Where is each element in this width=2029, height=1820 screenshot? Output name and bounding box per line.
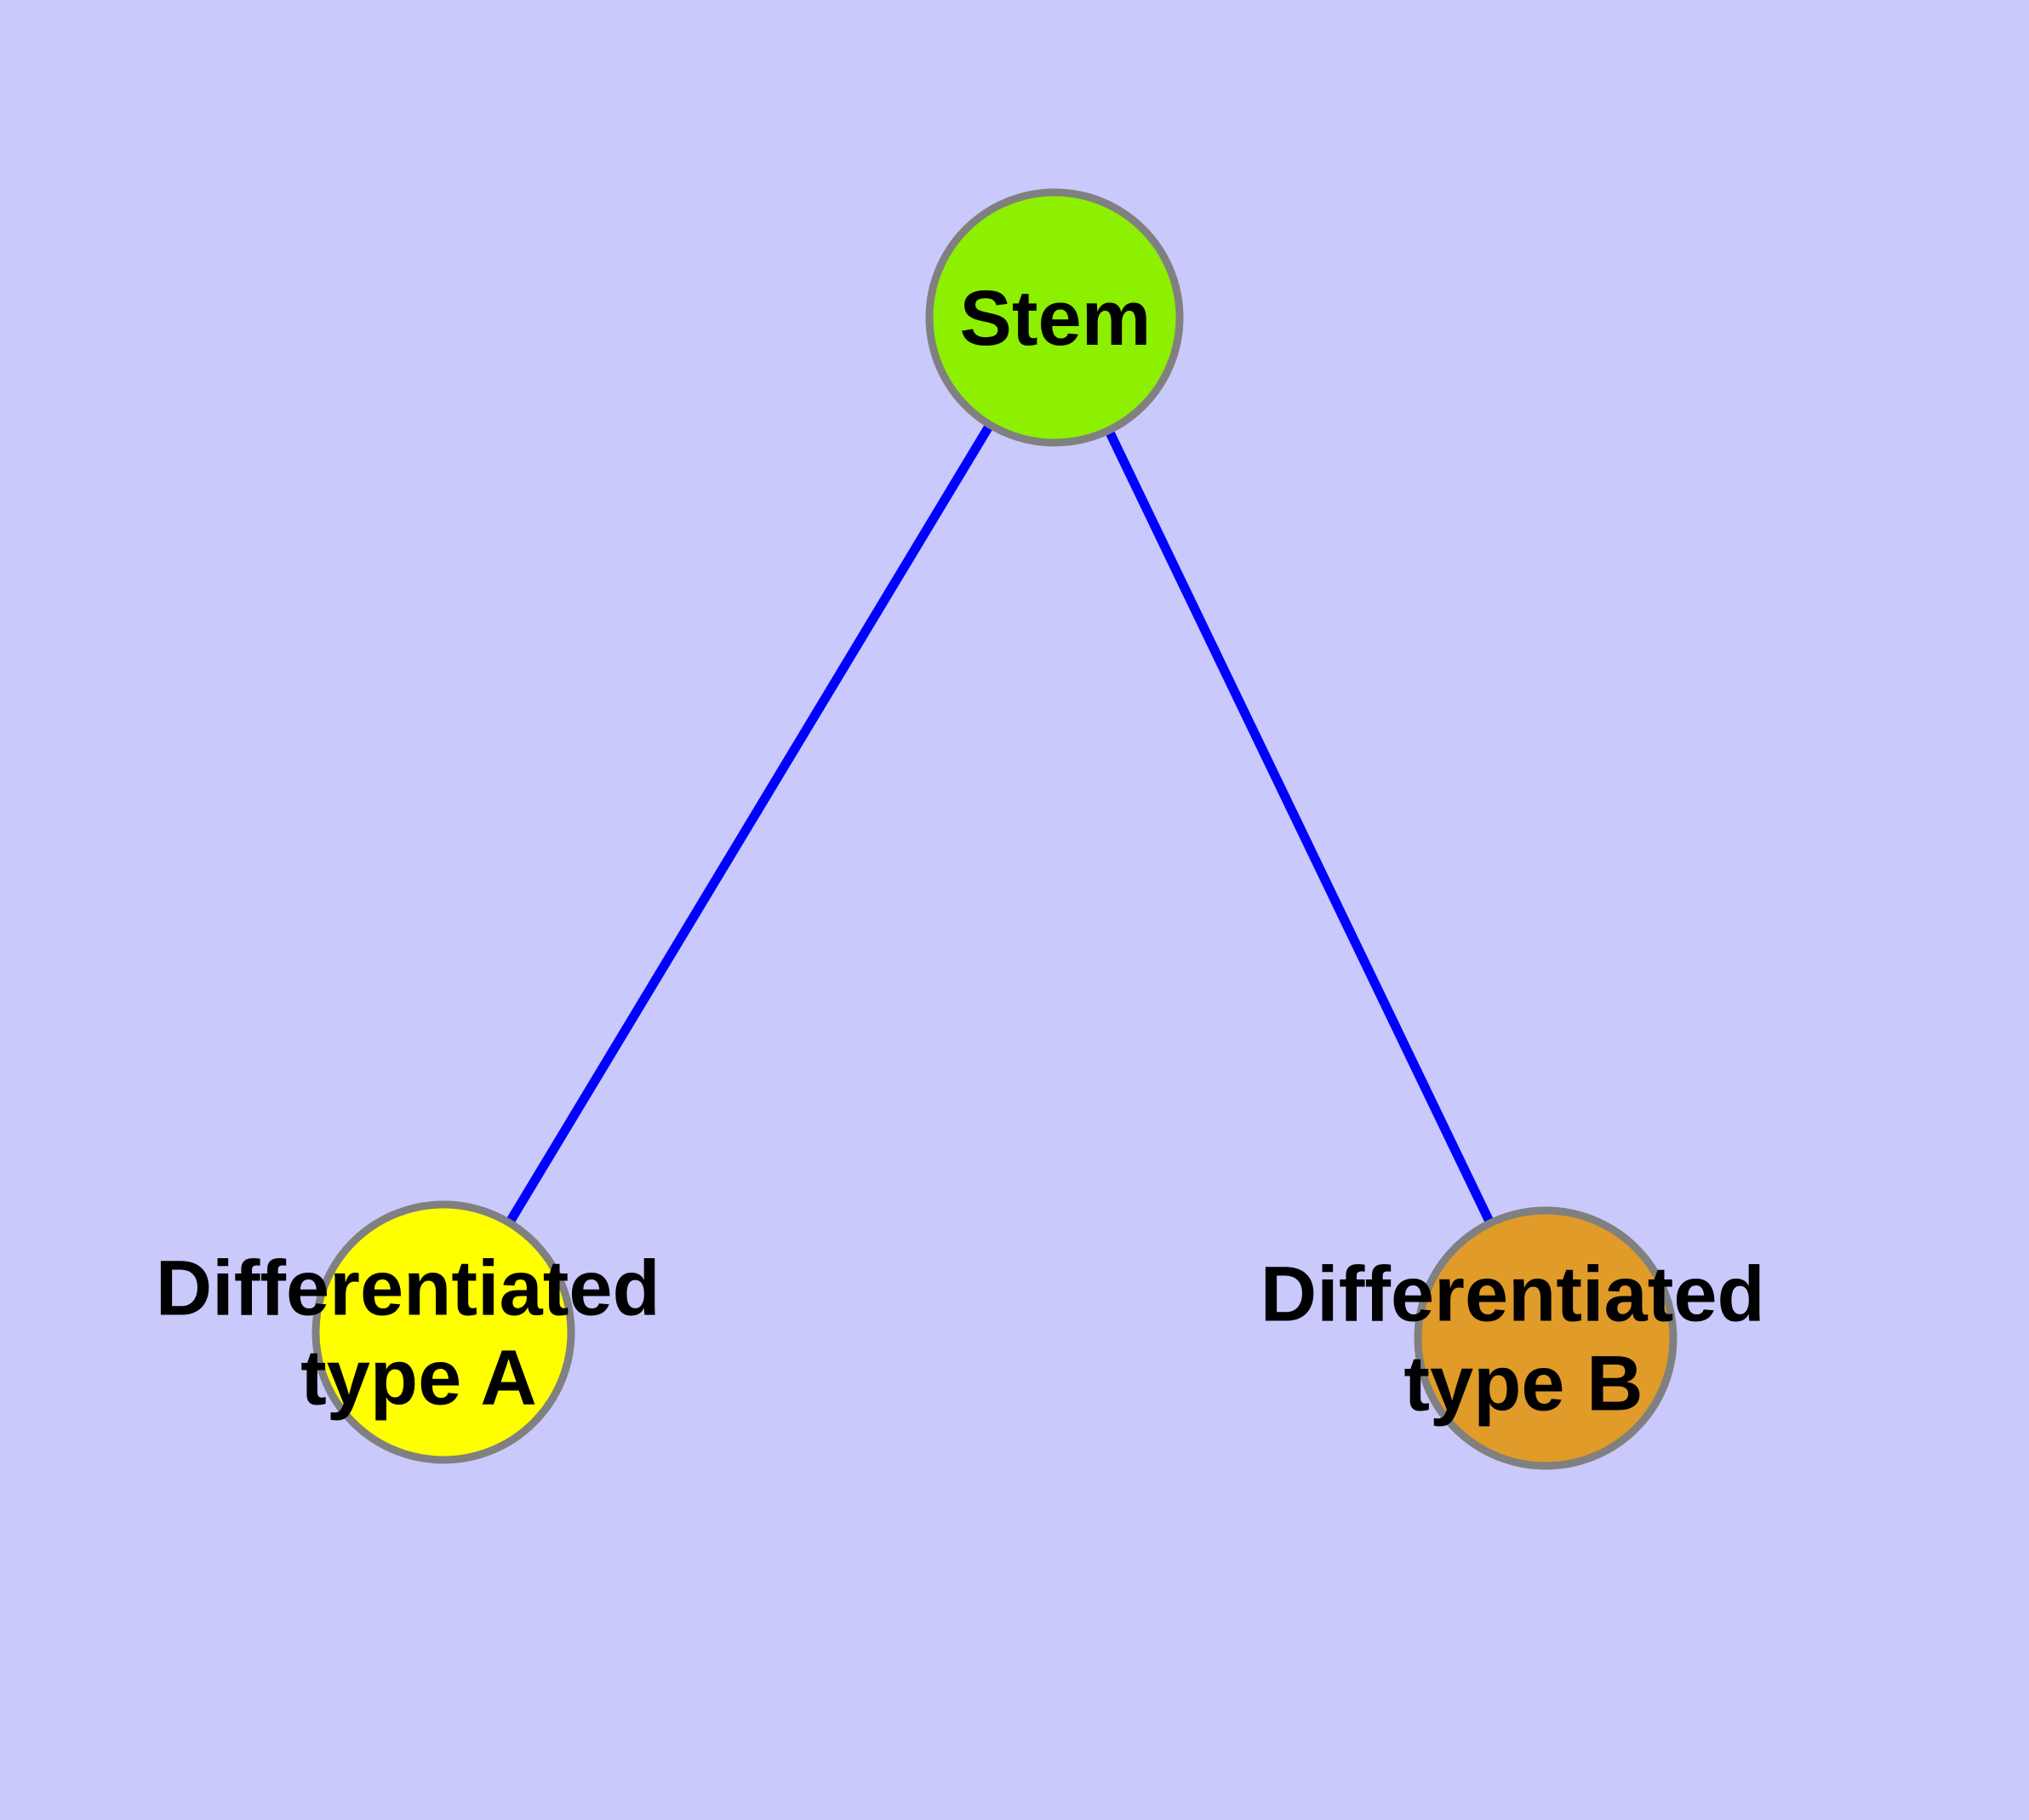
edge-stem-to-type-a[interactable] [439, 315, 1059, 1335]
node-diff-type-b-label: Differentiated type B [1260, 1251, 1787, 1428]
edge-layer [439, 315, 1550, 1341]
node-diff-type-b-circle[interactable] [1414, 1206, 1677, 1470]
node-diff-type-b-label-line-1: Differentiated [1260, 1251, 1765, 1338]
edge-stem-to-type-b[interactable] [1050, 315, 1550, 1341]
label-layer: Stem Differentiated type A Differentiate… [156, 275, 1787, 1428]
node-stem-label-line-1: Stem [960, 275, 1152, 362]
node-diff-type-b-label-line-2: type B [1403, 1341, 1643, 1428]
node-diff-type-a-label: Differentiated type A [156, 1245, 683, 1422]
node-layer [311, 188, 1677, 1470]
node-stem-circle[interactable] [925, 188, 1184, 447]
node-diff-type-a-label-line-1: Differentiated [156, 1245, 660, 1332]
node-diff-type-a-circle[interactable] [311, 1200, 575, 1464]
node-diff-type-a-label-line-2: type A [300, 1335, 537, 1422]
node-stem-label: Stem [960, 275, 1152, 362]
